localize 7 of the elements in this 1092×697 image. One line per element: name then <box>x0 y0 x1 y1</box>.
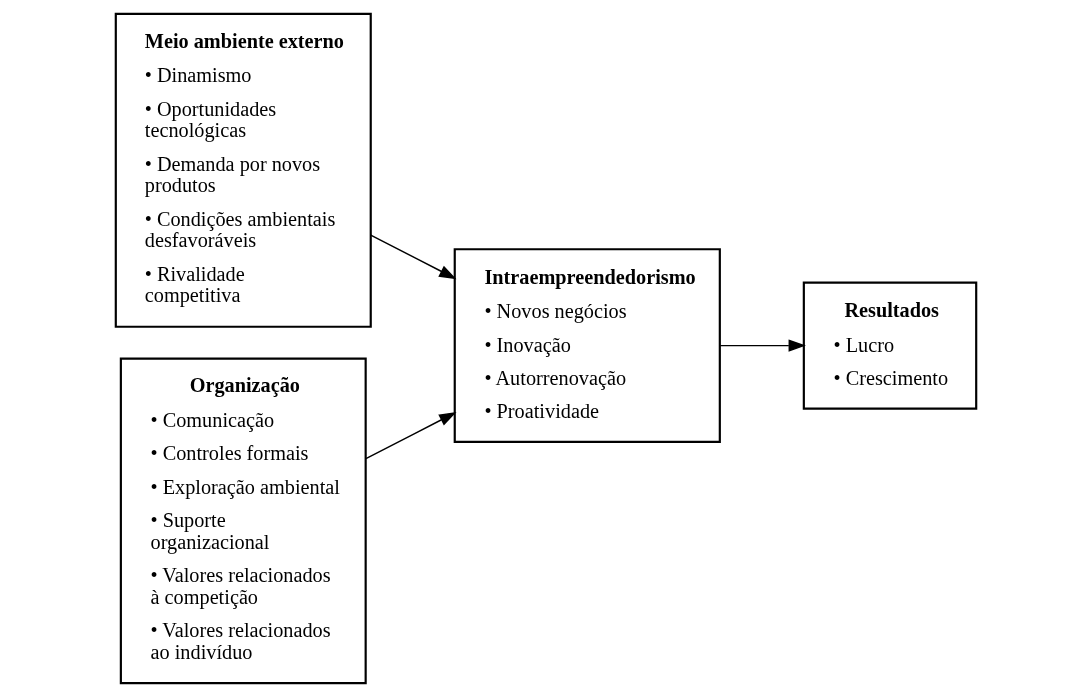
arrow <box>365 412 457 460</box>
node-box: Meio ambiente externo • Dinamismo • Oportunidades tecnológicas • Demanda por novos produtos • Condições ambientais desfavoráveis • Rivalidade competitiva <box>114 12 372 328</box>
node-box: Resultados • Lucro • Crescimento <box>802 281 978 410</box>
node-box: Intraempreendedorismo • Novos negócios • Inovação • Autorrenovação • Proatividade <box>453 248 721 443</box>
node-box: Organização • Comunicação • Controles formais • Exploração ambiental • Suporte organizacional • Valores relacionados à competição • Valores relacionados ao indivíduo <box>119 357 367 685</box>
arrow <box>719 339 806 352</box>
arrow <box>370 234 457 280</box>
